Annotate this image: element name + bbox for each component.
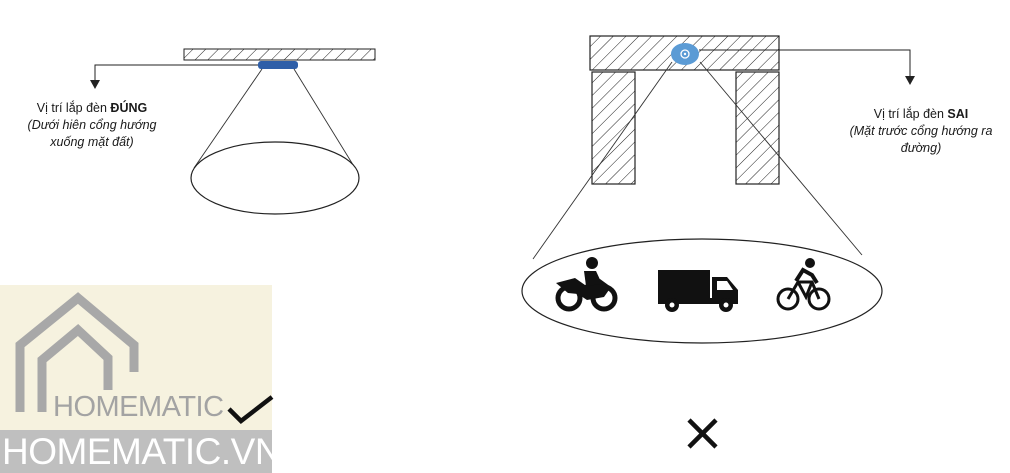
beam-line-right <box>699 61 863 256</box>
pointer-arrow-correct <box>94 64 258 80</box>
label-correct-position: Vị trí lắp đèn ĐÚNG (Dưới hiên cổng hướn… <box>12 100 172 151</box>
ceiling-slab <box>183 48 376 61</box>
motorcycle-icon <box>555 257 618 312</box>
truck-icon <box>658 270 738 312</box>
cross-mark-icon <box>687 418 718 449</box>
beam-line-right <box>293 68 356 169</box>
label-correct-emph: ĐÚNG <box>110 101 148 115</box>
bicycle-icon <box>776 258 831 311</box>
gate-pillar-left <box>591 71 636 185</box>
arrowhead-icon <box>905 76 915 85</box>
check-mark-icon <box>227 395 274 424</box>
arrowhead-icon <box>90 80 100 89</box>
lamp-ring <box>680 49 690 59</box>
gate-pillar-right <box>735 71 780 185</box>
label-correct-title: Vị trí lắp đèn <box>36 101 111 115</box>
pointer-arrow-wrong <box>699 49 911 76</box>
watermark-strip <box>0 430 272 473</box>
watermark-site-text: HOMEMATIC.VN <box>2 431 282 472</box>
lamp-center <box>683 52 687 56</box>
label-correct-note: (Dưới hiên cổng hướng xuống mặt đất) <box>27 118 157 149</box>
beam-line-left <box>532 61 673 260</box>
label-wrong-title: Vị trí lắp đèn <box>873 107 948 121</box>
beam-line-left <box>193 68 263 169</box>
house-logo-icon <box>15 292 139 412</box>
label-wrong-note: (Mặt trước cổng hướng ra đường) <box>849 124 993 155</box>
light-spot-ground <box>190 141 360 215</box>
label-wrong-emph: SAI <box>947 107 969 121</box>
label-wrong-position: Vị trí lắp đèn SAI (Mặt trước cổng hướng… <box>836 106 1006 157</box>
watermark-logo-text: HOMEMATIC <box>53 391 224 423</box>
ceiling-lamp <box>258 61 298 69</box>
